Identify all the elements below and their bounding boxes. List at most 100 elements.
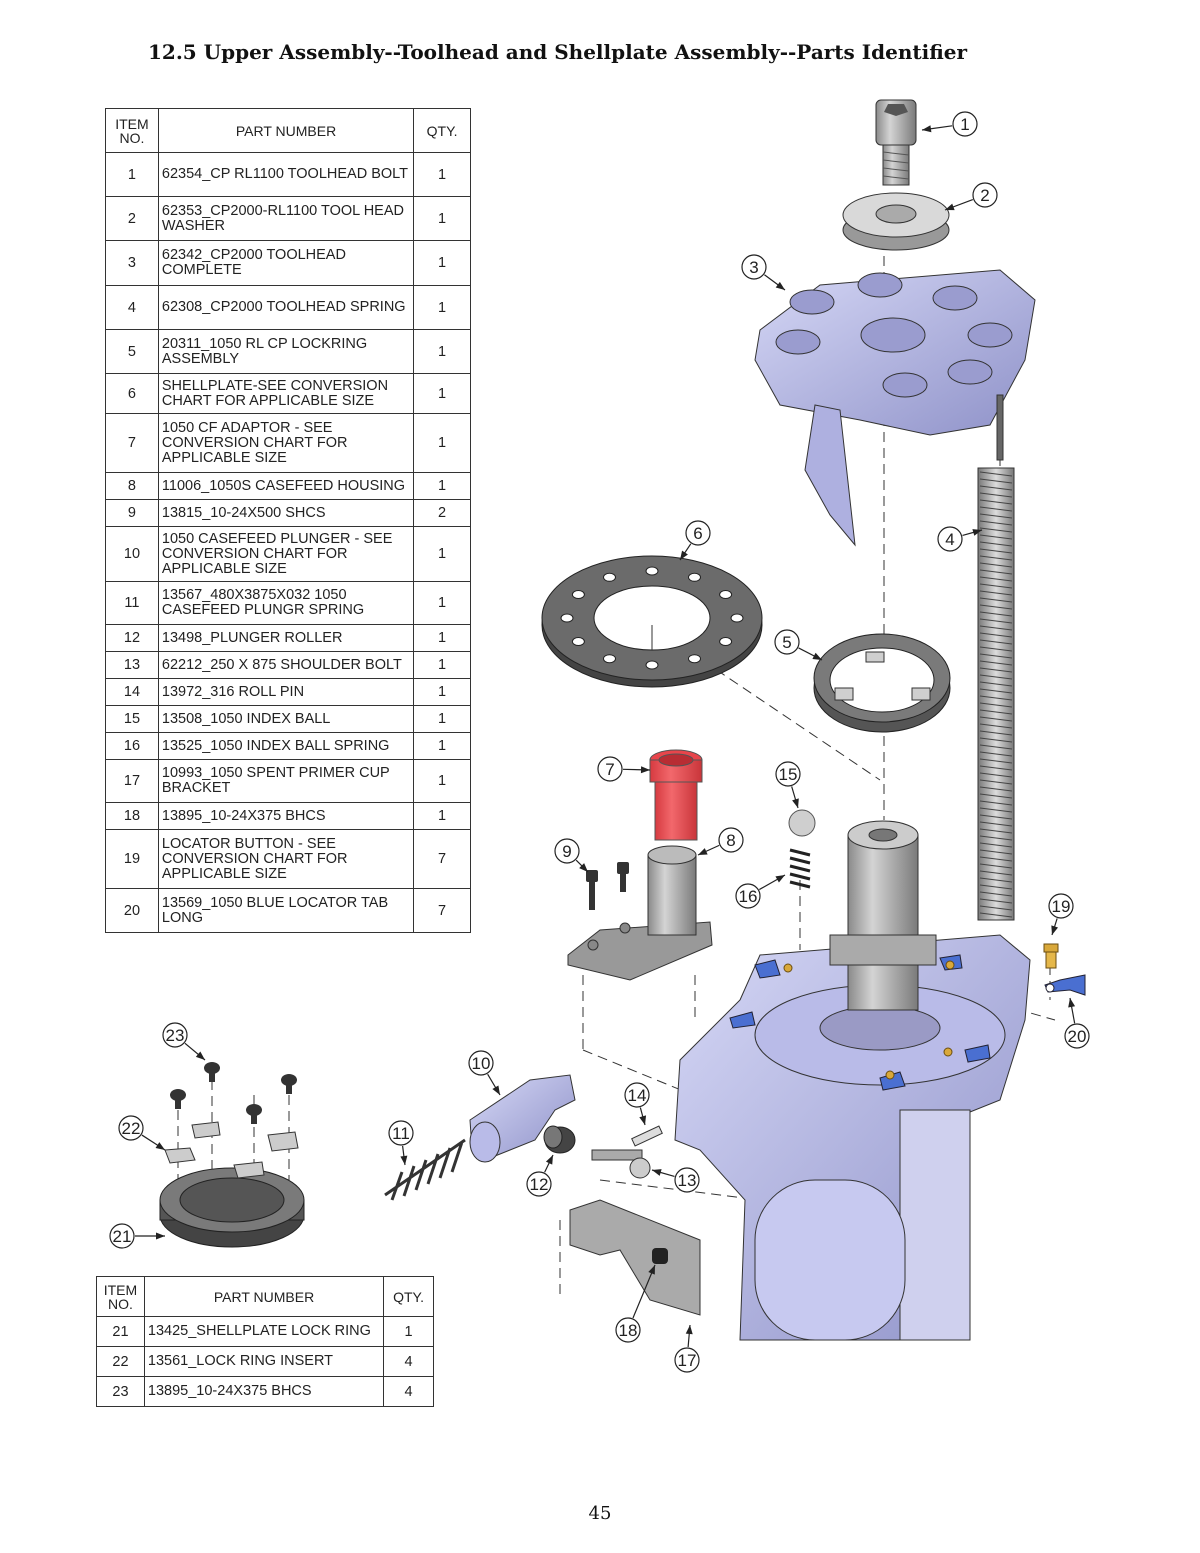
cell-part: 20311_1050 RL CP LOCKRING ASSEMBLY: [157, 329, 415, 374]
callout-8: 8: [697, 827, 744, 856]
callout-2: 2: [944, 182, 998, 211]
callout-circle: [952, 111, 978, 137]
cell-qty: 7: [413, 888, 471, 933]
cell-part: 13895_10-24x375 BHCS: [143, 1376, 385, 1407]
cell-item: 21: [96, 1316, 145, 1347]
callout-1: 1: [921, 111, 978, 137]
header-part-number: PART NUMBER: [157, 108, 415, 153]
callout-16: 16: [735, 874, 786, 909]
cell-part: SHELLPLATE-SEE CONVERSION CHART FOR APPL…: [157, 373, 415, 414]
callout-circle: [685, 520, 711, 546]
callout-number: 4: [945, 530, 954, 549]
arrow-head: [775, 281, 785, 290]
cell-qty: 1: [413, 732, 471, 760]
shellplate-hole: [603, 572, 616, 582]
arrow-head: [579, 863, 588, 872]
callout-number: 15: [779, 765, 798, 784]
callout-number: 21: [113, 1227, 132, 1246]
callout-circle: [118, 1115, 144, 1141]
arrow-head: [680, 550, 688, 560]
callout-19: 19: [1048, 893, 1074, 936]
callout-number: 10: [472, 1054, 491, 1073]
arrow-head: [492, 1085, 500, 1095]
cell-qty: 4: [383, 1376, 434, 1407]
cell-part: 1050 CF ADAPTOR - SEE CONVERSION CHART F…: [157, 413, 415, 473]
callout-circle: [597, 756, 623, 782]
index-ball-spring: [789, 848, 811, 889]
cell-part: 10993_1050 SPENT PRIMER CUP BRACKET: [157, 759, 415, 803]
lockring-assembly: [813, 633, 951, 733]
header-item-no: ITEM NO.: [96, 1276, 145, 1317]
cell-qty: 2: [413, 499, 471, 527]
callout-number: 22: [122, 1119, 141, 1138]
callout-number: 13: [678, 1171, 697, 1190]
arrow-head: [972, 529, 982, 536]
cell-part: 13569_1050 BLUE LOCATOR TAB LONG: [157, 888, 415, 933]
callout-circle: [526, 1171, 552, 1197]
callout-circle: [937, 526, 963, 552]
callout-circle: [775, 761, 801, 787]
cell-item: 20: [105, 888, 159, 933]
callout-number: 1: [960, 115, 969, 134]
callout-9: 9: [554, 838, 589, 873]
cell-item: 23: [96, 1376, 145, 1407]
callout-circle: [388, 1120, 414, 1146]
callout-7: 7: [597, 756, 651, 782]
shellplate-hole: [719, 590, 733, 599]
cell-item: 16: [105, 732, 159, 760]
callout-circle: [774, 629, 800, 655]
cell-part: 13425_SHELLPLATE LOCK RING: [143, 1316, 385, 1347]
callout-circle: [741, 254, 767, 280]
cell-qty: 1: [383, 1316, 434, 1347]
toolhead-washer: [842, 192, 950, 251]
arrow-head: [545, 1155, 553, 1165]
cell-item: 13: [105, 651, 159, 679]
arrow-head: [685, 1325, 693, 1335]
cell-qty: 1: [413, 526, 471, 582]
callout-number: 8: [726, 831, 735, 850]
callout-number: 20: [1068, 1027, 1087, 1046]
callout-23: 23: [162, 1022, 206, 1061]
callout-number: 5: [782, 633, 791, 652]
cell-part: 13498_PLUNGER ROLLER: [157, 624, 415, 652]
lock-ring-inserts: [164, 1121, 299, 1179]
arrow-head: [155, 1142, 165, 1150]
arrow-head: [400, 1155, 408, 1165]
index-ball: [788, 809, 816, 837]
shoulder-bolt: [591, 1149, 651, 1179]
arrow-head: [922, 125, 932, 133]
plunger-spring: [384, 1138, 466, 1201]
cell-item: 9: [105, 499, 159, 527]
arrow-head: [648, 1265, 655, 1275]
shellplate-hole: [571, 637, 585, 646]
arrow-head: [945, 203, 955, 211]
cell-item: 10: [105, 526, 159, 582]
cell-part: 62354_CP RL1100 TOOLHEAD BOLT: [157, 152, 415, 197]
callout-number: 19: [1052, 897, 1071, 916]
cell-qty: 1: [413, 152, 471, 197]
casefeed-adaptor: [649, 749, 703, 841]
callout-20: 20: [1064, 997, 1090, 1049]
page-number: 45: [588, 1503, 612, 1524]
callout-13: 13: [651, 1167, 700, 1193]
cell-part: LOCATOR BUTTON - SEE CONVERSION CHART FO…: [157, 829, 415, 889]
blue-locator-tab: [1044, 974, 1086, 996]
arrow-head: [195, 1051, 205, 1060]
shellplate-hole: [603, 654, 616, 664]
arrow-head: [652, 1169, 662, 1176]
cell-qty: 7: [413, 829, 471, 889]
shellplate-hole: [688, 654, 701, 664]
callout-circle: [162, 1022, 188, 1048]
header-qty: QTY.: [383, 1276, 434, 1317]
callout-circle: [109, 1223, 135, 1249]
